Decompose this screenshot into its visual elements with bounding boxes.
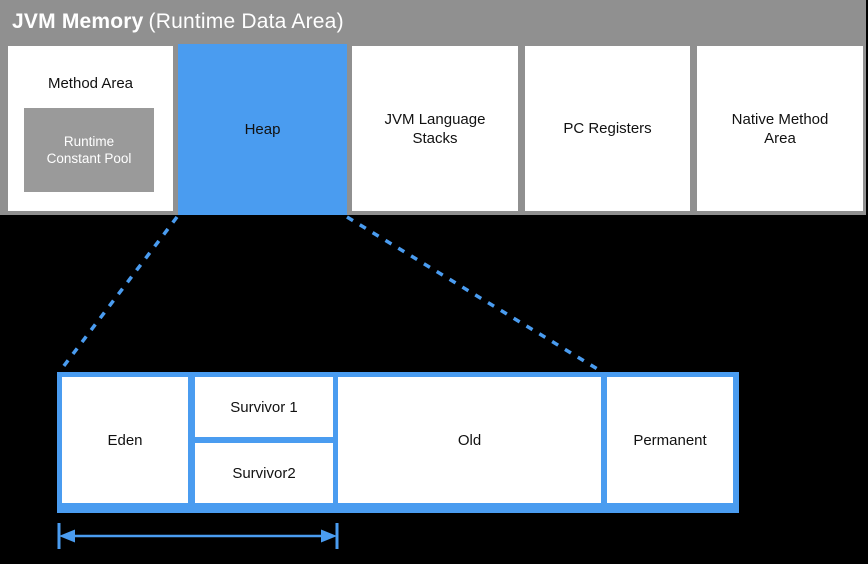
survivor1-label: Survivor 1 — [230, 398, 298, 416]
arrowhead-left-icon — [59, 529, 75, 543]
heap-zoom-dashed-line-right — [346, 215, 600, 372]
survivor2-cell: Survivor2 — [195, 443, 333, 503]
heap-detail-box: Eden Survivor 1 Survivor2 Old Permanent — [57, 372, 739, 513]
eden-cell: Eden — [62, 377, 188, 503]
arrowhead-right-icon — [321, 529, 337, 543]
old-cell: Old — [338, 377, 601, 503]
pc-registers-box: PC Registers — [525, 46, 690, 211]
native-method-area-box: Native Method Area — [697, 46, 863, 211]
heap-label: Heap — [244, 121, 281, 138]
pc-registers-label: PC Registers — [563, 120, 652, 137]
method-area-box: Method Area Runtime Constant Pool — [8, 46, 173, 211]
panel-title: JVM Memory(Runtime Data Area) — [12, 10, 344, 34]
panel-title-rest: (Runtime Data Area) — [148, 10, 344, 33]
permanent-cell: Permanent — [607, 377, 733, 503]
heap-box: Heap — [178, 44, 347, 215]
old-label: Old — [457, 431, 482, 449]
panel-title-bold: JVM Memory — [12, 10, 144, 33]
permanent-label: Permanent — [633, 431, 707, 449]
native-method-area-label: Native Method Area — [731, 110, 829, 147]
jvm-language-stacks-box: JVM Language Stacks — [352, 46, 518, 211]
heap-zoom-dashed-line-left — [58, 215, 179, 373]
eden-label: Eden — [107, 431, 143, 449]
survivor1-cell: Survivor 1 — [195, 377, 333, 437]
runtime-constant-pool-box: Runtime Constant Pool — [24, 108, 154, 192]
method-area-label: Method Area — [47, 75, 134, 92]
runtime-constant-pool-label: Runtime Constant Pool — [46, 134, 132, 166]
jvm-language-stacks-label: JVM Language Stacks — [384, 110, 486, 147]
runtime-data-area-panel: JVM Memory(Runtime Data Area) Method Are… — [0, 0, 866, 215]
survivor2-label: Survivor2 — [232, 464, 296, 482]
